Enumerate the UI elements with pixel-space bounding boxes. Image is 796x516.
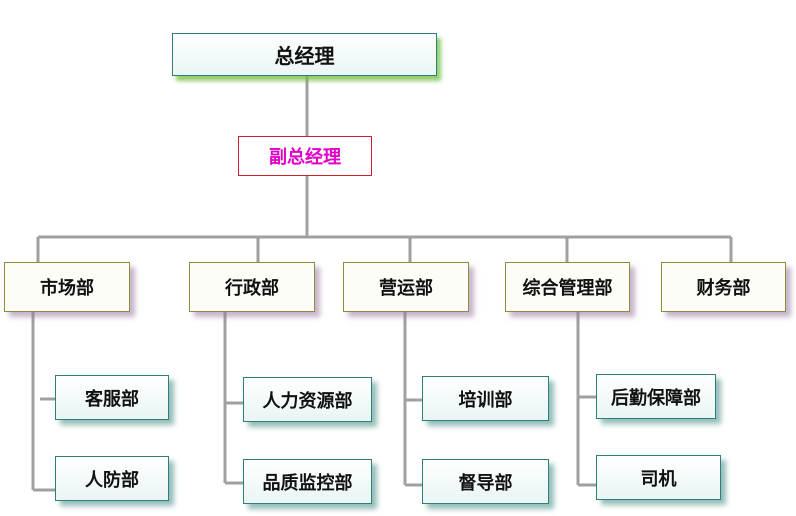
general-manager-label: 总经理: [274, 44, 335, 68]
general-manager-box: 总经理: [172, 33, 437, 76]
unit-label: 司机: [640, 468, 677, 490]
unit-box-security: 人防部: [55, 456, 169, 501]
department-label: 市场部: [40, 278, 94, 299]
unit-label: 督导部: [458, 472, 513, 494]
department-box-admin: 行政部: [189, 262, 315, 312]
unit-label: 人防部: [85, 469, 139, 491]
unit-box-logistics: 后勤保障部: [596, 374, 716, 419]
unit-box-supervision: 督导部: [422, 459, 549, 504]
deputy-manager-label: 副总经理: [269, 147, 341, 168]
unit-label: 培训部: [458, 389, 513, 411]
department-box-finance: 财务部: [661, 262, 786, 312]
department-label: 行政部: [225, 278, 279, 299]
department-label: 营运部: [379, 278, 433, 299]
department-box-general-management: 综合管理部: [505, 262, 630, 312]
unit-box-training: 培训部: [422, 376, 549, 421]
unit-box-human-resources: 人力资源部: [243, 377, 372, 422]
department-box-operations: 营运部: [343, 262, 469, 312]
unit-box-drivers: 司机: [596, 455, 721, 500]
unit-label: 品质监控部: [262, 472, 353, 494]
unit-label: 客服部: [85, 388, 139, 410]
unit-box-quality-monitoring: 品质监控部: [243, 459, 372, 504]
department-label: 财务部: [696, 278, 751, 299]
unit-label: 后勤保障部: [611, 387, 701, 409]
unit-label: 人力资源部: [262, 390, 353, 412]
deputy-manager-box: 副总经理: [238, 136, 372, 176]
department-label: 综合管理部: [522, 278, 613, 299]
unit-box-customer-service: 客服部: [55, 375, 169, 420]
department-box-market: 市场部: [4, 262, 130, 312]
